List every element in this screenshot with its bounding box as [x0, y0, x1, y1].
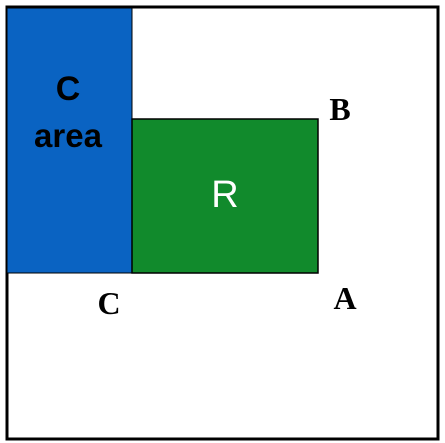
point-b-label: B	[329, 91, 350, 127]
r-label: R	[211, 174, 238, 216]
point-a-label: A	[333, 280, 356, 316]
c-area-label-line1: C	[56, 70, 81, 108]
point-c-label: C	[97, 285, 120, 321]
c-area-label-line2: area	[34, 117, 103, 154]
r-rect	[131, 118, 319, 274]
c-area-rect	[6, 7, 133, 274]
